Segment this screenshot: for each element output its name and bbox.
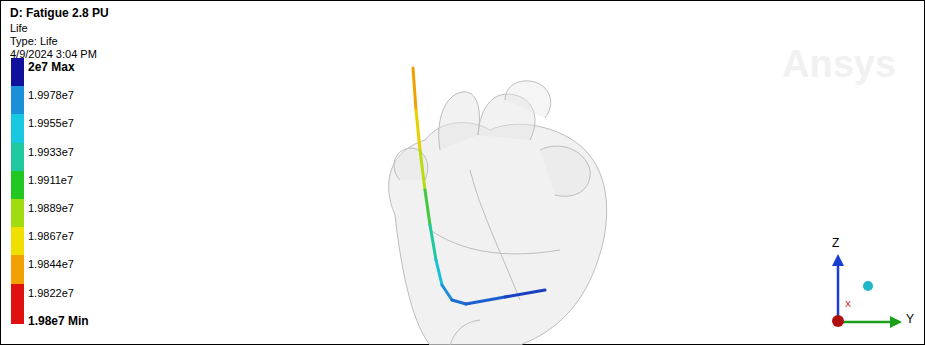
axis-triad — [832, 254, 902, 328]
heart-model — [389, 81, 607, 345]
legend-value: 1.9933e7 — [28, 146, 74, 159]
legend-swatch — [11, 114, 24, 143]
axis-label: X — [845, 299, 851, 309]
timestamp: 4/9/2024 3:04 PM — [10, 48, 97, 61]
legend-swatch — [11, 199, 24, 228]
legend-swatch — [11, 312, 24, 324]
legend-value: 1.98e7 Min — [28, 315, 89, 328]
legend-value: 1.9911e7 — [28, 174, 73, 187]
legend-value: 1.9844e7 — [28, 258, 74, 271]
legend-swatch — [11, 227, 24, 256]
legend-value: 1.9955e7 — [28, 117, 74, 130]
legend-swatch — [11, 143, 24, 172]
legend-swatch — [11, 284, 24, 313]
legend-swatch — [11, 171, 24, 200]
legend-value: 1.9978e7 — [28, 89, 74, 102]
legend-swatch — [11, 255, 24, 284]
lead-wire — [413, 68, 545, 304]
axis-label: Z — [832, 236, 839, 250]
watermark: Ansys — [782, 42, 896, 86]
legend-value: 2e7 Max — [28, 61, 75, 74]
result-title: D: Fatigue 2.8 PU — [10, 7, 109, 20]
result-type: Type: Life — [10, 35, 58, 48]
legend-value: 1.9822e7 — [28, 287, 74, 300]
legend-value: 1.9867e7 — [28, 230, 74, 243]
legend-swatch — [11, 86, 24, 115]
axis-label: Y — [906, 312, 914, 326]
legend-swatch — [11, 58, 24, 87]
result-name: Life — [10, 22, 28, 35]
legend-value: 1.9889e7 — [28, 202, 74, 215]
